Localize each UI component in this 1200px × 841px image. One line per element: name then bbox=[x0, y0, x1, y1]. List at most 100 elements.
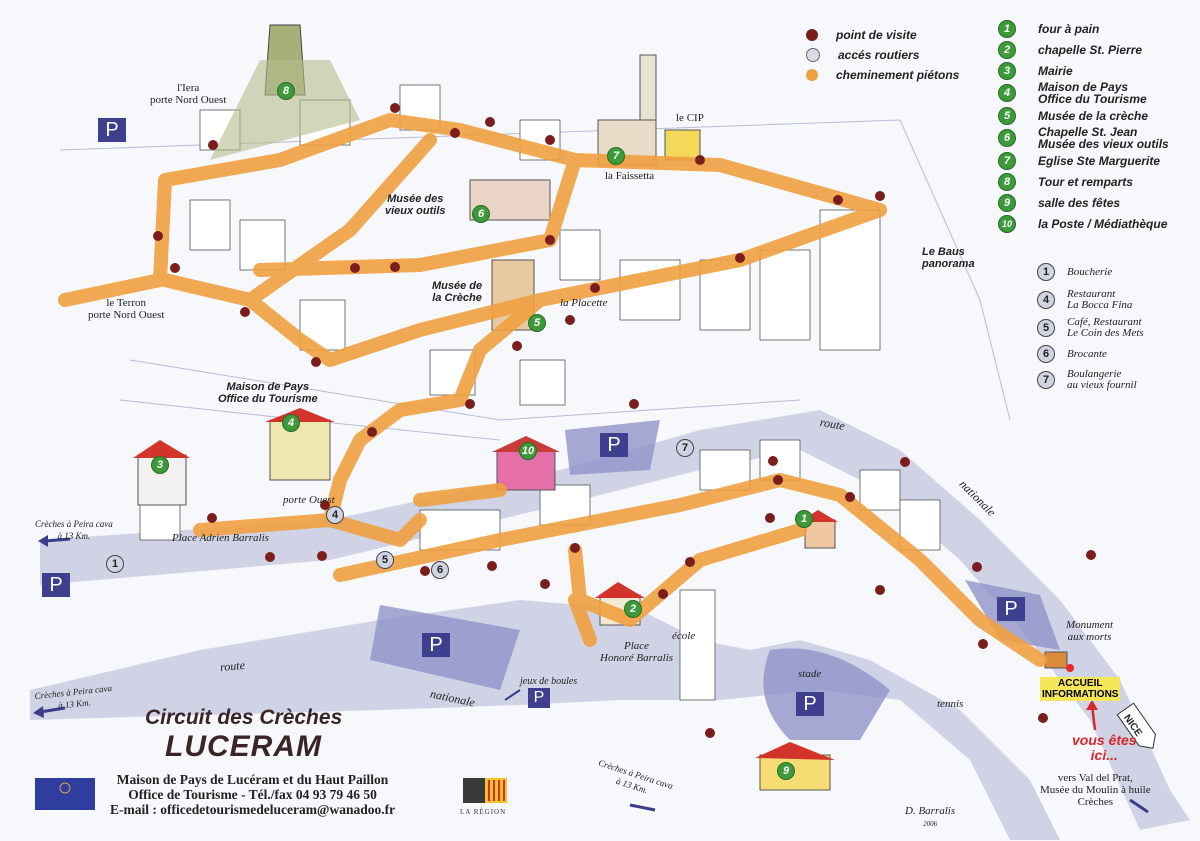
site-marker-6[interactable]: 6 bbox=[472, 205, 490, 223]
shop-label: Boucherie bbox=[1067, 265, 1113, 278]
label-stade: stade bbox=[798, 668, 822, 680]
label-terron: le Terron porte Nord Ouest bbox=[88, 297, 165, 321]
shop-label: Restaurant La Bocca Fina bbox=[1067, 288, 1133, 311]
label-val-del-prat: vers Val del Prat, Musée du Moulin à hui… bbox=[1040, 772, 1151, 808]
site-marker-5[interactable]: 5 bbox=[528, 314, 546, 332]
vous-etes-ici-label: vous êtes ici... bbox=[1072, 732, 1137, 763]
legend-site: 6 Chapelle St. Jean Musée des vieux outil… bbox=[998, 126, 1169, 150]
site-marker-8[interactable]: 8 bbox=[277, 82, 295, 100]
label-baus: Le Baus panorama bbox=[922, 246, 975, 270]
parking-sign: P bbox=[42, 573, 70, 597]
site-number-icon: 2 bbox=[998, 40, 1016, 59]
legend-shop: 6 Brocante bbox=[1037, 342, 1144, 366]
label-placette: la Placette bbox=[560, 297, 608, 309]
site-label: Mairie bbox=[1038, 63, 1073, 78]
label-place-honore: Place Honoré Barralis bbox=[600, 640, 674, 664]
pedestrian-path-icon bbox=[806, 69, 818, 81]
parking-sign: P bbox=[997, 597, 1025, 621]
contact-info: Maison de Pays de Lucéram et du Haut Pai… bbox=[110, 772, 395, 817]
label-iera: l'Iera porte Nord Ouest bbox=[150, 82, 227, 106]
site-label: chapelle St. Pierre bbox=[1038, 42, 1143, 57]
label-monument: Monument aux morts bbox=[1066, 619, 1114, 643]
label-peira-cava: Crèches à Peira cava à 13 Km. bbox=[35, 519, 113, 541]
legend-site: 4 Maison de Pays Office du Tourisme bbox=[998, 81, 1169, 105]
shop-label: Brocante bbox=[1067, 347, 1107, 360]
parking-sign: P bbox=[796, 692, 824, 716]
parking-sign: P bbox=[422, 633, 450, 657]
parking-sign: P bbox=[600, 433, 628, 457]
label-ecole: école bbox=[672, 630, 696, 642]
legend-shop: 4 Restaurant La Bocca Fina bbox=[1037, 286, 1144, 314]
site-label: Chapelle St. Jean Musée des vieux outils bbox=[1038, 125, 1169, 151]
site-label: four à pain bbox=[1038, 21, 1100, 36]
accueil-informations-label: ACCUEIL INFORMATIONS bbox=[1040, 677, 1121, 701]
map-title: Circuit des Crèches bbox=[145, 706, 343, 729]
site-number-icon: 4 bbox=[998, 84, 1016, 102]
shop-number-icon: 4 bbox=[1037, 291, 1055, 309]
contact-line: Office de Tourisme - Tél./fax 04 93 79 4… bbox=[128, 787, 377, 802]
shop-marker-4[interactable]: 4 bbox=[326, 506, 344, 524]
site-label: la Poste / Médiathèque bbox=[1038, 216, 1168, 231]
site-number-icon: 9 bbox=[998, 193, 1016, 212]
legend-shop: 5 Café, Restaurant Le Coin des Mets bbox=[1037, 314, 1144, 342]
legend-label: cheminement piétons bbox=[836, 68, 960, 82]
shop-number-icon: 7 bbox=[1037, 371, 1055, 389]
label-porte-ouest: porte Ouest bbox=[283, 494, 335, 506]
site-marker-10[interactable]: 10 bbox=[519, 442, 537, 460]
site-number-icon: 5 bbox=[998, 106, 1016, 125]
site-marker-7[interactable]: 7 bbox=[607, 147, 625, 165]
shop-label: Café, Restaurant Le Coin des Mets bbox=[1067, 316, 1144, 339]
label-route: route bbox=[818, 414, 846, 434]
legend-label: point de visite bbox=[836, 28, 917, 42]
label-tennis: tennis bbox=[937, 698, 964, 710]
site-marker-2[interactable]: 2 bbox=[624, 600, 642, 618]
contact-email[interactable]: E-mail : officedetourismedeluceram@wanad… bbox=[110, 802, 396, 817]
site-label: Musée de la crèche bbox=[1038, 108, 1149, 123]
shop-number-icon: 6 bbox=[1037, 345, 1055, 363]
site-number-icon: 6 bbox=[998, 129, 1016, 147]
visit-point-icon bbox=[806, 29, 818, 41]
legend-item: point de visite bbox=[806, 28, 959, 42]
site-number-icon: 3 bbox=[998, 61, 1016, 80]
shop-marker-1[interactable]: 1 bbox=[106, 555, 124, 573]
parking-sign: P bbox=[528, 688, 550, 708]
label-faissetta: la Faissetta bbox=[605, 170, 655, 182]
site-marker-1[interactable]: 1 bbox=[795, 510, 813, 528]
site-label: Maison de Pays Office du Tourisme bbox=[1038, 80, 1147, 106]
shop-marker-7[interactable]: 7 bbox=[676, 439, 694, 457]
shop-marker-5[interactable]: 5 bbox=[376, 551, 394, 569]
legend-label: accés routiers bbox=[838, 48, 920, 62]
parking-sign: P bbox=[98, 118, 126, 142]
shop-number-icon: 5 bbox=[1037, 319, 1055, 337]
label-musee-creche: Musée de la Crèche bbox=[432, 280, 483, 304]
site-marker-3[interactable]: 3 bbox=[151, 456, 169, 474]
road-access-icon bbox=[806, 48, 820, 62]
legend-site: 2 chapelle St. Pierre bbox=[998, 39, 1169, 60]
label-place-adrien: Place Adrien Barralis bbox=[172, 532, 269, 544]
site-number-icon: 8 bbox=[998, 172, 1016, 191]
label-jeux-boules: jeux de boules bbox=[520, 676, 578, 687]
legend-item: cheminement piétons bbox=[806, 68, 959, 82]
shop-marker-6[interactable]: 6 bbox=[431, 561, 449, 579]
legend-site: 5 Musée de la crèche bbox=[998, 105, 1169, 126]
label-maison-pays: Maison de Pays Office du Tourisme bbox=[218, 381, 318, 405]
contact-line: Maison de Pays de Lucéram et du Haut Pai… bbox=[116, 772, 389, 787]
site-marker-9[interactable]: 9 bbox=[777, 762, 795, 780]
label-route: route bbox=[219, 657, 246, 675]
legend-symbols: point de visite accés routiers chemineme… bbox=[806, 28, 959, 88]
region-logo-label: LA RÉGION bbox=[460, 808, 507, 816]
visit-points bbox=[153, 103, 1096, 738]
site-marker-4[interactable]: 4 bbox=[282, 414, 300, 432]
legend-shop: 7 Boulangerie au vieux fournil bbox=[1037, 366, 1144, 394]
shop-label: Boulangerie au vieux fournil bbox=[1067, 368, 1137, 391]
label-cip: le CIP bbox=[676, 112, 704, 124]
